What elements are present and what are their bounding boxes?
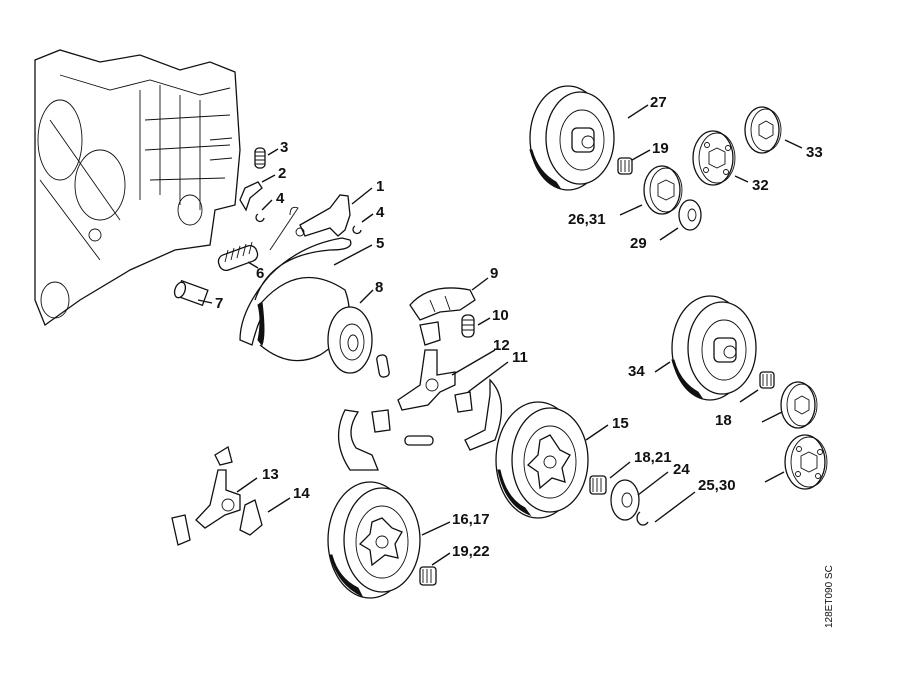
label-7[interactable]: 7 [215, 295, 223, 312]
label-15[interactable]: 15 [612, 415, 629, 432]
part-34-rim-sprocket [784, 434, 828, 490]
clutch-shoe-left [337, 409, 391, 471]
label-13[interactable]: 13 [262, 466, 279, 483]
label-24[interactable]: 25,30 [698, 477, 736, 494]
part-24-e-clip [636, 511, 649, 526]
part-29-rim-sprocket [744, 106, 782, 154]
label-32[interactable]: 34 [628, 363, 645, 380]
label-4-left[interactable]: 4 [276, 190, 285, 207]
label-2[interactable]: 2 [278, 165, 286, 182]
label-14[interactable]: 14 [293, 485, 310, 502]
label-3[interactable]: 3 [280, 139, 288, 156]
leader-lines [197, 104, 803, 566]
part-15-clutch-drum [495, 401, 589, 519]
label-19[interactable]: 19 [652, 140, 669, 157]
part-27-washer [678, 199, 702, 231]
part-4-clip-left [255, 213, 265, 223]
label-8[interactable]: 8 [375, 279, 383, 296]
label-16-17[interactable]: 16,17 [452, 511, 490, 528]
clutch-spring-small [376, 354, 390, 378]
label-18[interactable]: 18 [715, 412, 732, 429]
part-32-clutch-drum [671, 295, 757, 401]
part-26-31-clutch-drum [529, 85, 615, 191]
part-9-clutch-shoe [409, 287, 476, 321]
reference-code: 128ET090 SC [824, 565, 835, 628]
label-19-22[interactable]: 19,22 [452, 543, 490, 560]
label-27[interactable]: 29 [630, 235, 647, 252]
label-5[interactable]: 5 [376, 235, 384, 252]
part-12-clutch-hub [397, 349, 456, 411]
part-4-clip-right [352, 225, 362, 235]
part-28-rim-sprocket [692, 130, 736, 186]
part-11-clutch-shoe [454, 378, 503, 451]
part-19-22-needle-bearing [419, 566, 437, 586]
label-10[interactable]: 10 [492, 307, 509, 324]
label-29[interactable]: 33 [806, 144, 823, 161]
clutch-spring-center [404, 435, 434, 446]
label-9[interactable]: 9 [490, 265, 498, 282]
part-5-brake-band [239, 237, 352, 362]
part-6-spring [217, 241, 259, 272]
clutch-block-small [419, 321, 441, 346]
label-18-21[interactable]: 18,21 [634, 449, 672, 466]
part-16-17-clutch-drum [327, 481, 421, 599]
part-3-spring [254, 147, 266, 169]
part-25-30-rim-sprocket [643, 165, 683, 215]
part-18-needle-bearing [759, 371, 775, 389]
part-2-lever [239, 181, 263, 212]
label-25-30[interactable]: 26,31 [568, 211, 606, 228]
label-11[interactable]: 11 [512, 349, 528, 366]
label-1[interactable]: 1 [376, 178, 384, 195]
part-labels: 3 2 4 1 4 5 6 7 8 9 10 12 11 13 14 15 18… [215, 94, 823, 560]
part-14-clutch-shoe [239, 499, 263, 536]
part-7-sleeve [173, 279, 209, 307]
part-13-clutch-hub [171, 445, 241, 546]
label-23[interactable]: 24 [673, 461, 690, 478]
part-1-brake-lever [269, 194, 351, 251]
part-33-rim-sprocket [780, 381, 818, 429]
part-18-21-needle-bearing [589, 475, 607, 495]
label-4-right[interactable]: 4 [376, 204, 385, 221]
label-6[interactable]: 6 [256, 265, 264, 282]
part-8-plate [327, 306, 373, 374]
label-28[interactable]: 32 [752, 177, 769, 194]
part-23-washer [610, 479, 640, 521]
part-19-needle-bearing [617, 157, 633, 175]
crankcase-housing [34, 49, 241, 327]
part-10-spring [461, 314, 475, 338]
label-12[interactable]: 12 [493, 337, 510, 354]
label-26-31[interactable]: 27 [650, 94, 667, 111]
